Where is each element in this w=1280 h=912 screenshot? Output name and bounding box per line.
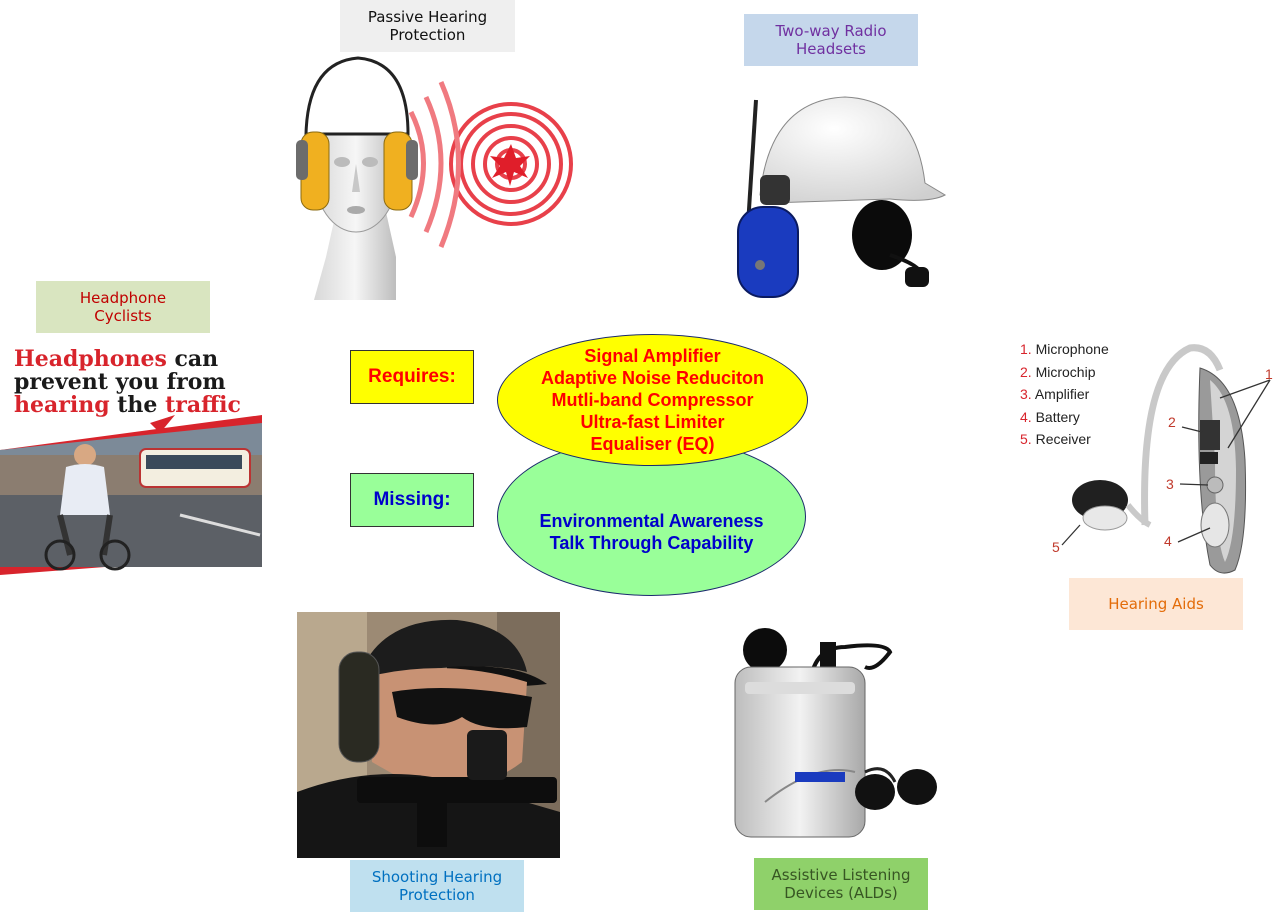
hearing-aid-legend: 1. Microphone 2. Microchip 3. Amplifier … <box>1020 338 1109 451</box>
shooting-hearing-label: Shooting Hearing Protection <box>350 860 524 912</box>
headphone-cyclists-label: Headphone Cyclists <box>36 281 210 333</box>
hearing-aid-illustration <box>1061 344 1271 574</box>
passive-hearing-label: Passive Hearing Protection <box>340 0 515 52</box>
passive-hearing-illustration <box>296 56 573 300</box>
legend-item: 1. Microphone <box>1020 341 1109 357</box>
ald-device-illustration <box>734 628 937 838</box>
two-way-radio-label: Two-way Radio Headsets <box>744 14 918 66</box>
pointer-3: 3 <box>1166 476 1174 492</box>
requires-item: Equaliser (EQ) <box>590 434 715 454</box>
pointer-4: 4 <box>1164 533 1172 549</box>
shooting-photo <box>297 612 560 858</box>
legend-item: 5. Receiver <box>1020 431 1091 447</box>
poster-word-hearing: hearing <box>14 392 110 418</box>
missing-item: Environmental Awareness <box>539 510 764 531</box>
requires-tag: Requires: <box>350 350 474 404</box>
requires-item: Ultra-fast Limiter <box>580 412 725 432</box>
poster-word-headphones: Headphones <box>14 346 167 372</box>
poster-word-traffic: traffic <box>165 392 241 418</box>
pointer-2: 2 <box>1168 414 1176 430</box>
legend-item: 2. Microchip <box>1020 363 1096 380</box>
legend-item: 3. Amplifier <box>1020 386 1090 402</box>
poster-line-2: prevent you from <box>14 369 226 395</box>
poster-word-the: the <box>109 392 166 418</box>
missing-item: Talk Through Capability <box>549 532 754 553</box>
requires-item: Signal Amplifier <box>584 346 721 366</box>
cyclist-photo <box>0 415 262 575</box>
requires-ellipse: Signal Amplifier Adaptive Noise Reducito… <box>497 334 808 466</box>
pointer-1: 1 <box>1265 366 1273 382</box>
hearing-aids-label: Hearing Aids <box>1069 578 1243 630</box>
requires-item: Adaptive Noise Reduciton <box>540 368 765 388</box>
requires-item: Mutli-band Compressor <box>551 390 754 410</box>
legend-item: 4. Battery <box>1020 408 1080 425</box>
poster-word-can: can <box>166 346 219 372</box>
headphones-poster-text: Headphones can prevent you from hearing … <box>14 348 264 417</box>
alds-label: Assistive Listening Devices (ALDs) <box>754 858 928 910</box>
missing-tag: Missing: <box>350 473 474 527</box>
pointer-5: 5 <box>1052 539 1060 555</box>
radio-headset-illustration <box>737 96 947 298</box>
